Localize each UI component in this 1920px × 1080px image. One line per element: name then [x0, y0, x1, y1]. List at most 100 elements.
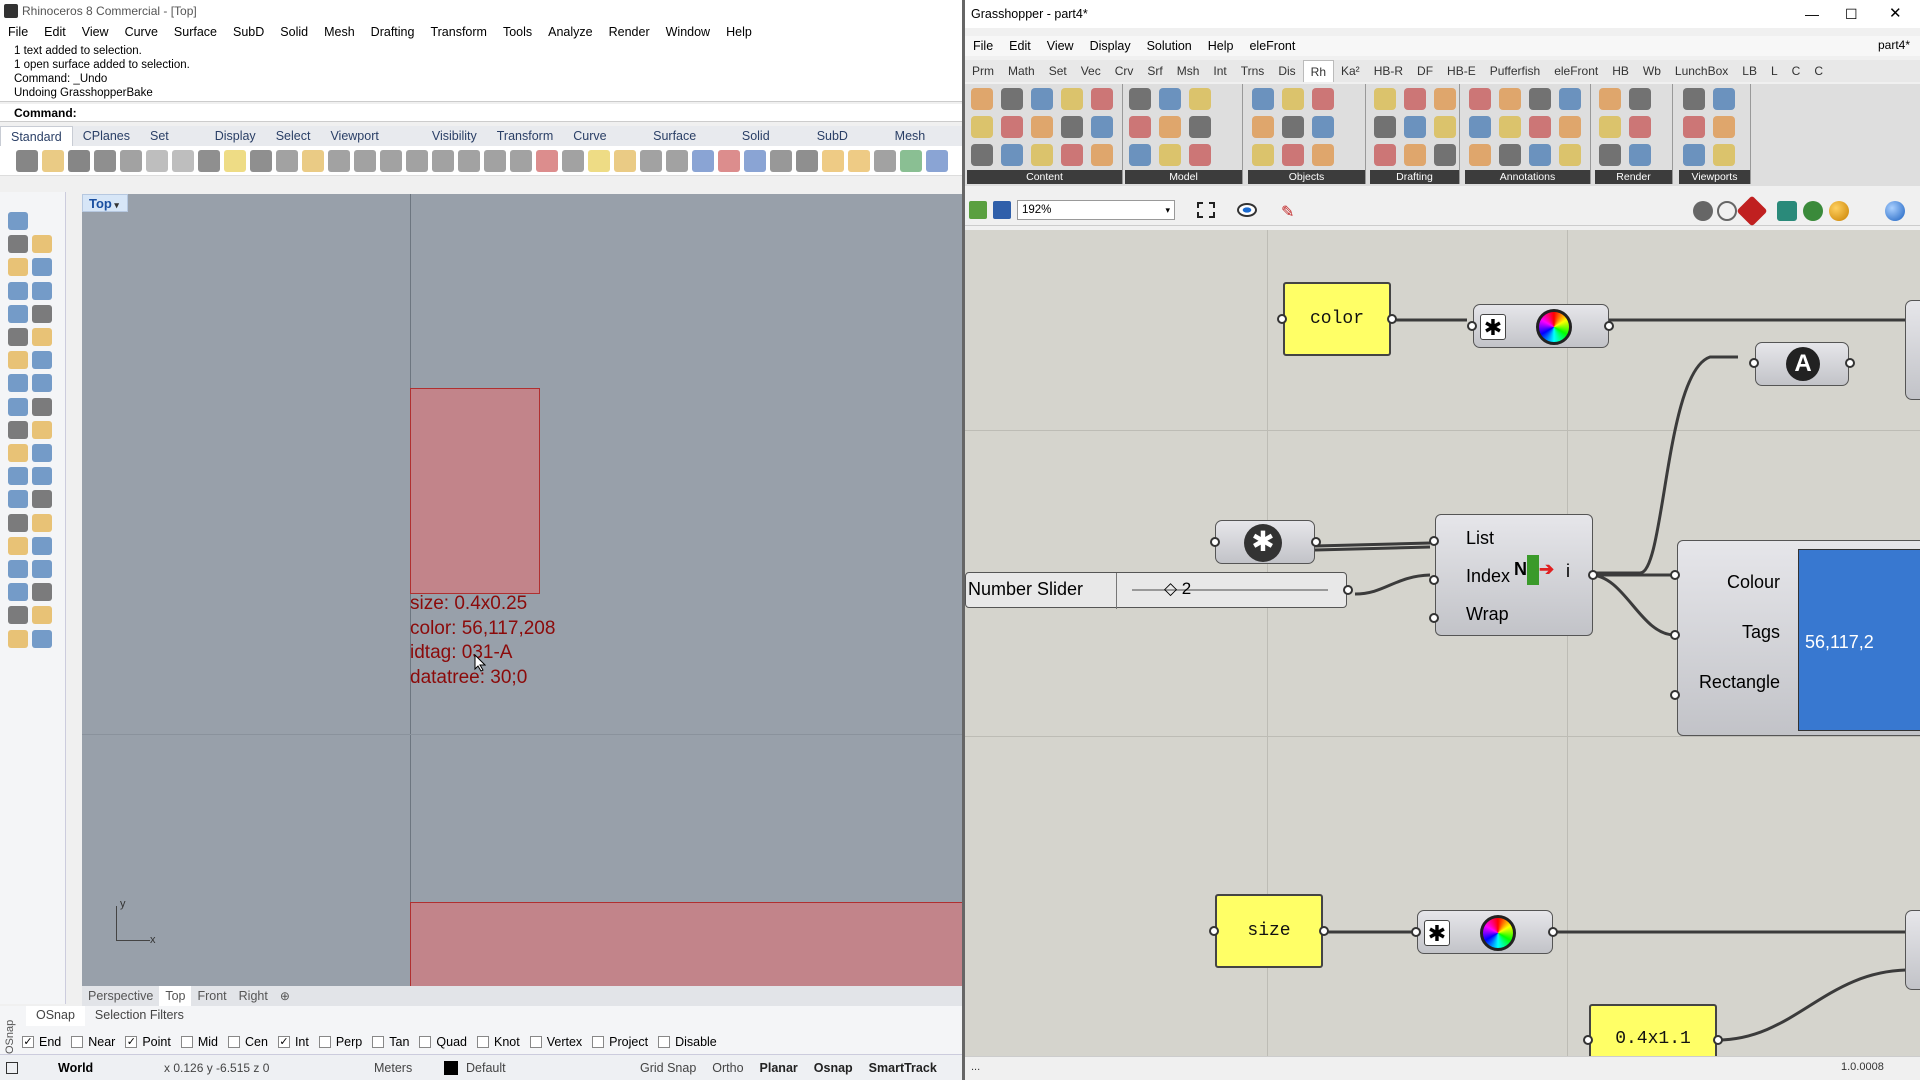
gh-component-icon[interactable] — [1629, 88, 1651, 110]
toolbar-tool-icon[interactable] — [198, 149, 220, 172]
rhino-menu-tools[interactable]: Tools — [502, 25, 533, 39]
gh-component-icon[interactable] — [1061, 144, 1083, 166]
toolbar-tool-icon[interactable] — [484, 149, 506, 172]
gh-tab-2[interactable]: Set — [1048, 64, 1067, 78]
gh-component-icon[interactable] — [1499, 144, 1521, 166]
draw-tool-icon[interactable] — [8, 629, 28, 648]
color-swatch-component[interactable]: ✱ — [1473, 304, 1609, 348]
osnap-tab-1[interactable]: Selection Filters — [94, 1008, 184, 1022]
toolbar-tool-icon[interactable] — [718, 149, 740, 172]
open-file-icon[interactable] — [969, 201, 987, 219]
toolbar-tab-select[interactable]: Select — [275, 129, 311, 143]
gh-doc-name[interactable]: part4* — [1878, 38, 1911, 52]
toolbar-tab-subd-tools[interactable]: SubD Tools — [816, 129, 848, 163]
gh-menu-view[interactable]: View — [1046, 39, 1074, 53]
toolbar-tool-icon[interactable] — [250, 149, 272, 172]
gh-component-icon[interactable] — [1252, 144, 1274, 166]
osnap-checkbox[interactable] — [318, 1036, 331, 1048]
gh-component-icon[interactable] — [1031, 116, 1053, 138]
rhino-menu-drafting[interactable]: Drafting — [370, 25, 415, 39]
osnap-project[interactable]: Project — [592, 1035, 648, 1049]
osnap-checkbox[interactable] — [419, 1036, 432, 1048]
toolbar-tool-icon[interactable] — [666, 149, 688, 172]
osnap-quad[interactable]: Quad — [419, 1035, 467, 1049]
gh-menu-display[interactable]: Display — [1089, 39, 1131, 53]
toolbar-tool-icon[interactable] — [380, 149, 402, 172]
gh-component-icon[interactable] — [1282, 116, 1304, 138]
osnap-checkbox[interactable] — [477, 1036, 489, 1048]
gh-component-icon[interactable] — [1469, 88, 1491, 110]
gh-component-icon[interactable] — [1091, 144, 1113, 166]
osnap-end[interactable]: ✓End — [22, 1035, 61, 1049]
osnap-perp[interactable]: Perp — [318, 1035, 362, 1049]
minimize-button[interactable]: — — [1805, 6, 1819, 22]
rhino-menu-transform[interactable]: Transform — [430, 25, 487, 39]
toolbar-tool-icon[interactable] — [874, 149, 896, 172]
render-sphere-icon[interactable] — [1829, 201, 1849, 221]
gh-tab-20[interactable]: LB — [1742, 64, 1757, 78]
viewport-tab-right[interactable]: Right — [238, 989, 268, 1003]
sketch-pen-icon[interactable]: ✎ — [1281, 204, 1295, 221]
toolbar-tool-icon[interactable] — [354, 149, 376, 172]
gh-tab-3[interactable]: Vec — [1080, 64, 1101, 78]
rhino-menu-subd[interactable]: SubD — [233, 25, 265, 39]
bake-icon[interactable] — [1777, 201, 1797, 221]
gh-component-icon[interactable] — [1404, 88, 1426, 110]
rhino-menu-edit[interactable]: Edit — [44, 25, 66, 39]
osnap-near[interactable]: Near — [71, 1035, 115, 1049]
gh-tab-5[interactable]: Srf — [1147, 64, 1163, 78]
size-panel[interactable]: size — [1215, 894, 1323, 968]
toolbar-tool-icon[interactable] — [42, 149, 64, 172]
red-rectangle-surface[interactable] — [410, 388, 540, 594]
gh-component-icon[interactable] — [1091, 116, 1113, 138]
toolbar-tool-icon[interactable] — [822, 149, 844, 172]
gh-component-icon[interactable] — [1713, 116, 1735, 138]
gh-menu-solution[interactable]: Solution — [1146, 39, 1192, 53]
osnap-int[interactable]: ✓Int — [277, 1035, 309, 1049]
gh-component-icon[interactable] — [1129, 88, 1151, 110]
toggle-smarttrack[interactable]: SmartTrack — [868, 1060, 937, 1075]
toolbar-tab-mesh-tools[interactable]: Mesh Tools — [894, 129, 926, 163]
osnap-checkbox[interactable] — [71, 1036, 84, 1048]
gh-tab-8[interactable]: Trns — [1240, 64, 1265, 78]
toolbar-tab-standard[interactable]: Standard — [0, 126, 73, 146]
toolbar-tool-icon[interactable] — [692, 149, 714, 172]
preview-wire-icon[interactable] — [1717, 201, 1737, 221]
gh-tab-9[interactable]: Dis — [1278, 64, 1296, 78]
gh-component-icon[interactable] — [1282, 88, 1304, 110]
gh-component-icon[interactable] — [1374, 116, 1396, 138]
data-component[interactable]: ✱ — [1215, 520, 1315, 564]
gh-component-icon[interactable] — [1252, 88, 1274, 110]
gh-tab-21[interactable]: L — [1770, 64, 1778, 78]
gh-component-icon[interactable] — [1629, 116, 1651, 138]
gh-component-icon[interactable] — [1031, 144, 1053, 166]
gh-tab-18[interactable]: Wb — [1642, 64, 1661, 78]
draw-tool-icon[interactable] — [32, 235, 52, 254]
toolbar-tool-icon[interactable] — [562, 149, 584, 172]
toolbar-tab-display[interactable]: Display — [214, 129, 256, 143]
toolbar-tool-icon[interactable] — [796, 149, 818, 172]
toolbar-tool-icon[interactable] — [640, 149, 662, 172]
rhino-menu-window[interactable]: Window — [665, 25, 711, 39]
toolbar-tool-icon[interactable] — [224, 149, 246, 172]
gh-menu-help[interactable]: Help — [1207, 39, 1234, 53]
draw-tool-icon[interactable] — [8, 212, 28, 230]
close-button[interactable]: ✕ — [1889, 5, 1902, 22]
gh-component-icon[interactable] — [1713, 144, 1735, 166]
draw-tool-icon[interactable] — [8, 583, 28, 602]
value-panel[interactable]: 0.4x1.1 — [1589, 1004, 1717, 1056]
draw-tool-icon[interactable] — [32, 513, 52, 532]
toolbar-tab-cplanes[interactable]: CPlanes — [82, 129, 130, 143]
gh-component-icon[interactable] — [1312, 88, 1334, 110]
toolbar-tool-icon[interactable] — [510, 149, 532, 172]
draw-tool-icon[interactable] — [32, 583, 52, 602]
draw-tool-icon[interactable] — [8, 513, 28, 532]
gh-component-icon[interactable] — [1529, 88, 1551, 110]
save-file-icon[interactable] — [993, 201, 1011, 219]
toolbar-tab-transform[interactable]: Transform — [496, 129, 554, 143]
toolbar-tab-viewport-layout[interactable]: Viewport Layout — [330, 129, 379, 163]
gh-tab-17[interactable]: HB — [1612, 64, 1629, 78]
draw-tool-icon[interactable] — [8, 374, 28, 393]
toolbar-tool-icon[interactable] — [770, 149, 792, 172]
